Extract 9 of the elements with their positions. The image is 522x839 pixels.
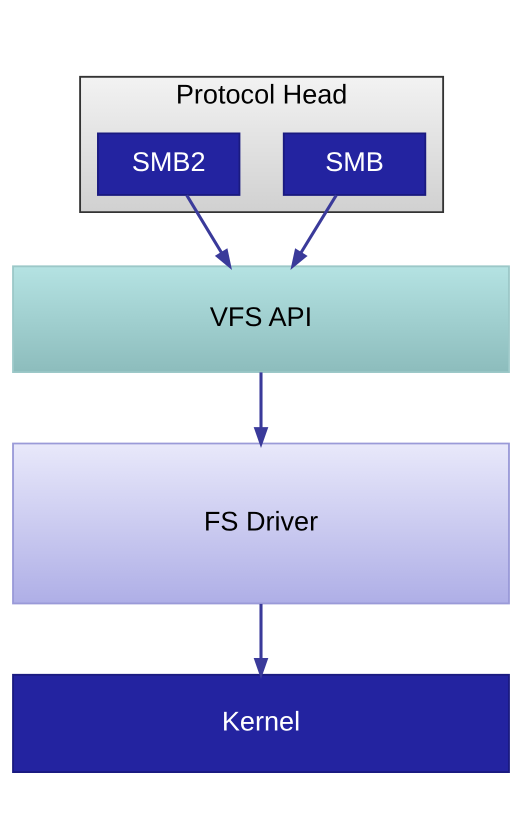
node-box: SMB2 xyxy=(97,132,240,196)
node-box: SMB xyxy=(282,132,426,196)
node-box: Kernel xyxy=(12,674,510,773)
node-box: FS Driver xyxy=(12,442,510,604)
arrow xyxy=(254,604,268,679)
node-box: VFS API xyxy=(12,265,510,374)
arrow xyxy=(254,372,268,448)
arrow xyxy=(185,194,232,270)
arrow xyxy=(290,194,338,270)
